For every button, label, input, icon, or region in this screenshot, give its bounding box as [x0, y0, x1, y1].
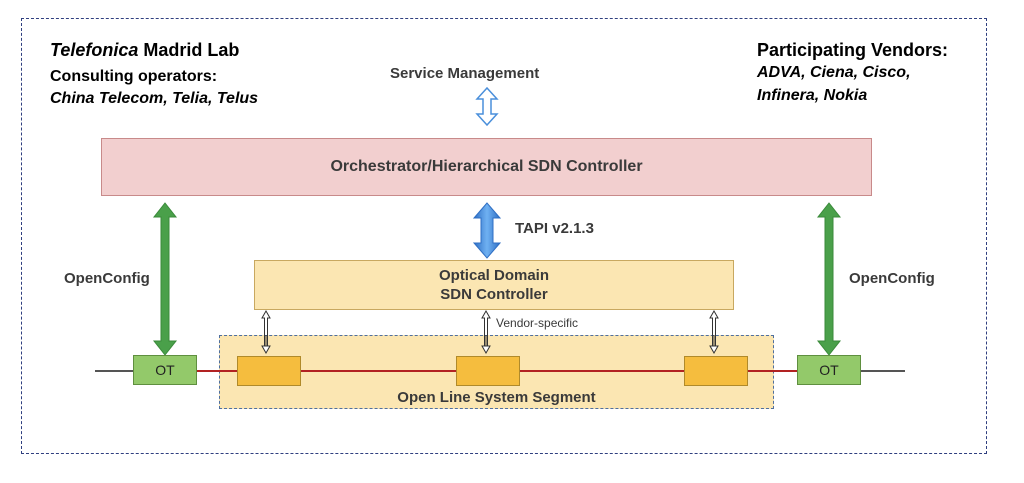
optical-controller-line2: SDN Controller [440, 286, 548, 303]
open-line-system-label: Open Line System Segment [397, 389, 596, 406]
consulting-operators-title: Consulting operators: [50, 68, 218, 85]
ot-left-label: OT [155, 362, 175, 378]
ot-right-box: OT [797, 355, 861, 385]
tapi-label: TAPI v2.1.3 [515, 220, 594, 237]
openconfig-left-label: OpenConfig [64, 270, 150, 287]
amplifier-node [456, 356, 520, 386]
lab-title-rest: Madrid Lab [138, 40, 240, 60]
amplifier-node [684, 356, 748, 386]
optical-controller-line1: Optical Domain [438, 267, 550, 284]
tapi-arrow [472, 202, 502, 259]
vendor-arrow-tips-overlay [261, 335, 719, 355]
diagram-frame [21, 18, 987, 454]
ot-right-label: OT [819, 362, 839, 378]
optical-domain-controller-box: Optical Domain SDN Controller [254, 260, 734, 310]
vendors-list-line1: ADVA, Ciena, Cisco, [757, 64, 911, 81]
ot-left-box: OT [133, 355, 197, 385]
vendors-list-line2: Infinera, Nokia [757, 87, 868, 104]
amplifier-node [237, 356, 301, 386]
consulting-operators-list: China Telecom, Telia, Telus [50, 90, 259, 107]
lab-title: Telefonica Madrid Lab [50, 40, 239, 61]
service-management-arrow [475, 86, 499, 127]
vendor-specific-label: Vendor-specific [496, 316, 579, 330]
orchestrator-box: Orchestrator/Hierarchical SDN Controller [101, 138, 872, 196]
vendors-title: Participating Vendors: [757, 40, 949, 60]
lab-title-italic: Telefonica [50, 40, 139, 60]
openconfig-right-label: OpenConfig [849, 270, 935, 287]
service-management-label: Service Management [390, 65, 540, 82]
